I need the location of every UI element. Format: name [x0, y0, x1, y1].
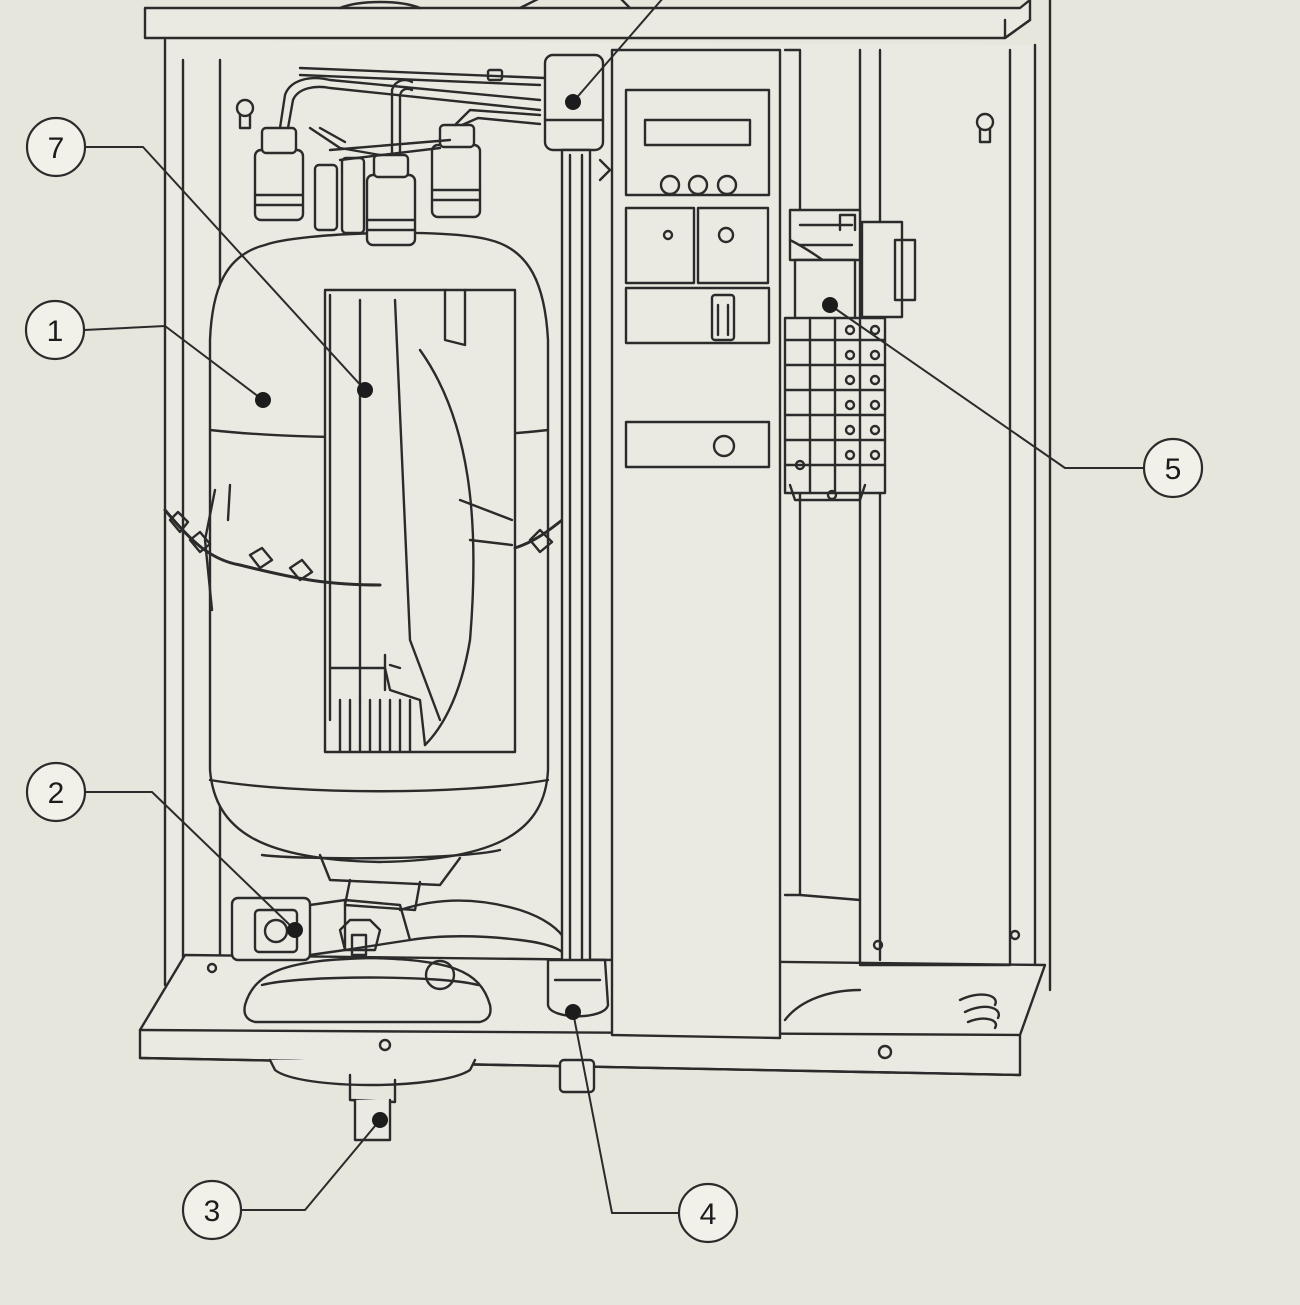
callout-5: 5 [1142, 437, 1204, 499]
callout-7: 7 [25, 116, 87, 178]
anchor-dots [255, 94, 838, 1128]
anchor-dot-1 [255, 392, 271, 408]
top-connectors [253, 66, 547, 247]
anchor-dot-2 [287, 922, 303, 938]
callout-4: 4 [677, 1182, 739, 1244]
callout-1-label: 1 [47, 315, 64, 348]
anchor-dot-top [565, 94, 581, 110]
water-tube [543, 53, 612, 1094]
anchor-dot-7 [357, 382, 373, 398]
callout-1: 1 [24, 299, 86, 361]
leader-lines [83, 0, 1146, 1214]
terminal-block [783, 48, 917, 1022]
callout-3-label: 3 [204, 1195, 221, 1228]
callout-2: 2 [25, 761, 87, 823]
callout-3: 3 [181, 1179, 243, 1241]
anchor-dot-4 [565, 1004, 581, 1020]
callout-2-label: 2 [48, 777, 65, 810]
steam-cylinder [163, 231, 577, 912]
anchor-dot-5 [822, 297, 838, 313]
callout-4-label: 4 [700, 1198, 717, 1231]
control-panel [610, 48, 782, 1040]
callout-5-label: 5 [1165, 453, 1182, 486]
anchor-dot-3 [372, 1112, 388, 1128]
callouts: 1 7 2 3 4 5 [24, 116, 1204, 1244]
callout-7-label: 7 [48, 132, 65, 165]
